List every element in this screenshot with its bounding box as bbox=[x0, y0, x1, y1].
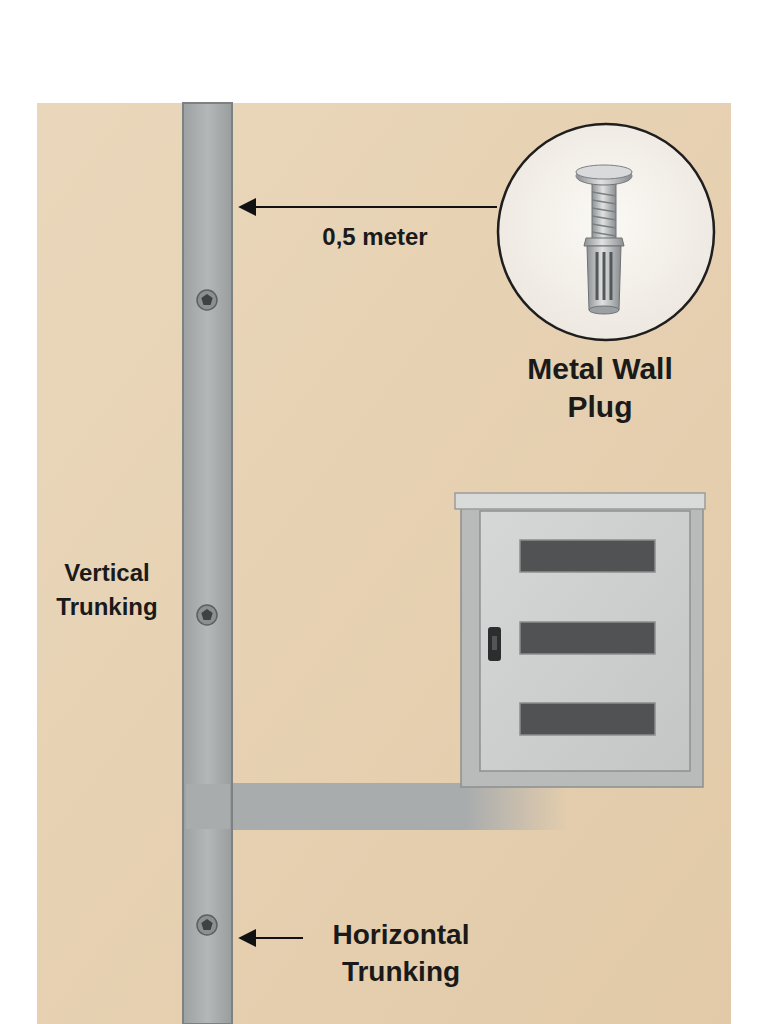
wall bbox=[37, 103, 731, 1024]
screw bbox=[197, 290, 217, 935]
part-label: Vertical Trunking bbox=[41, 556, 173, 624]
horizontal-trunking bbox=[228, 783, 568, 830]
dimension-arrow bbox=[240, 206, 497, 208]
cabinet bbox=[455, 493, 705, 787]
part-label: Horizontal Trunking bbox=[310, 916, 492, 990]
leader-arrow bbox=[240, 937, 303, 939]
vertical-trunking bbox=[183, 103, 232, 1024]
part-label: Metal Wall Plug bbox=[500, 350, 700, 426]
dimension-label: 0,5 meter bbox=[305, 222, 445, 252]
wall-plug-inset bbox=[498, 124, 714, 340]
